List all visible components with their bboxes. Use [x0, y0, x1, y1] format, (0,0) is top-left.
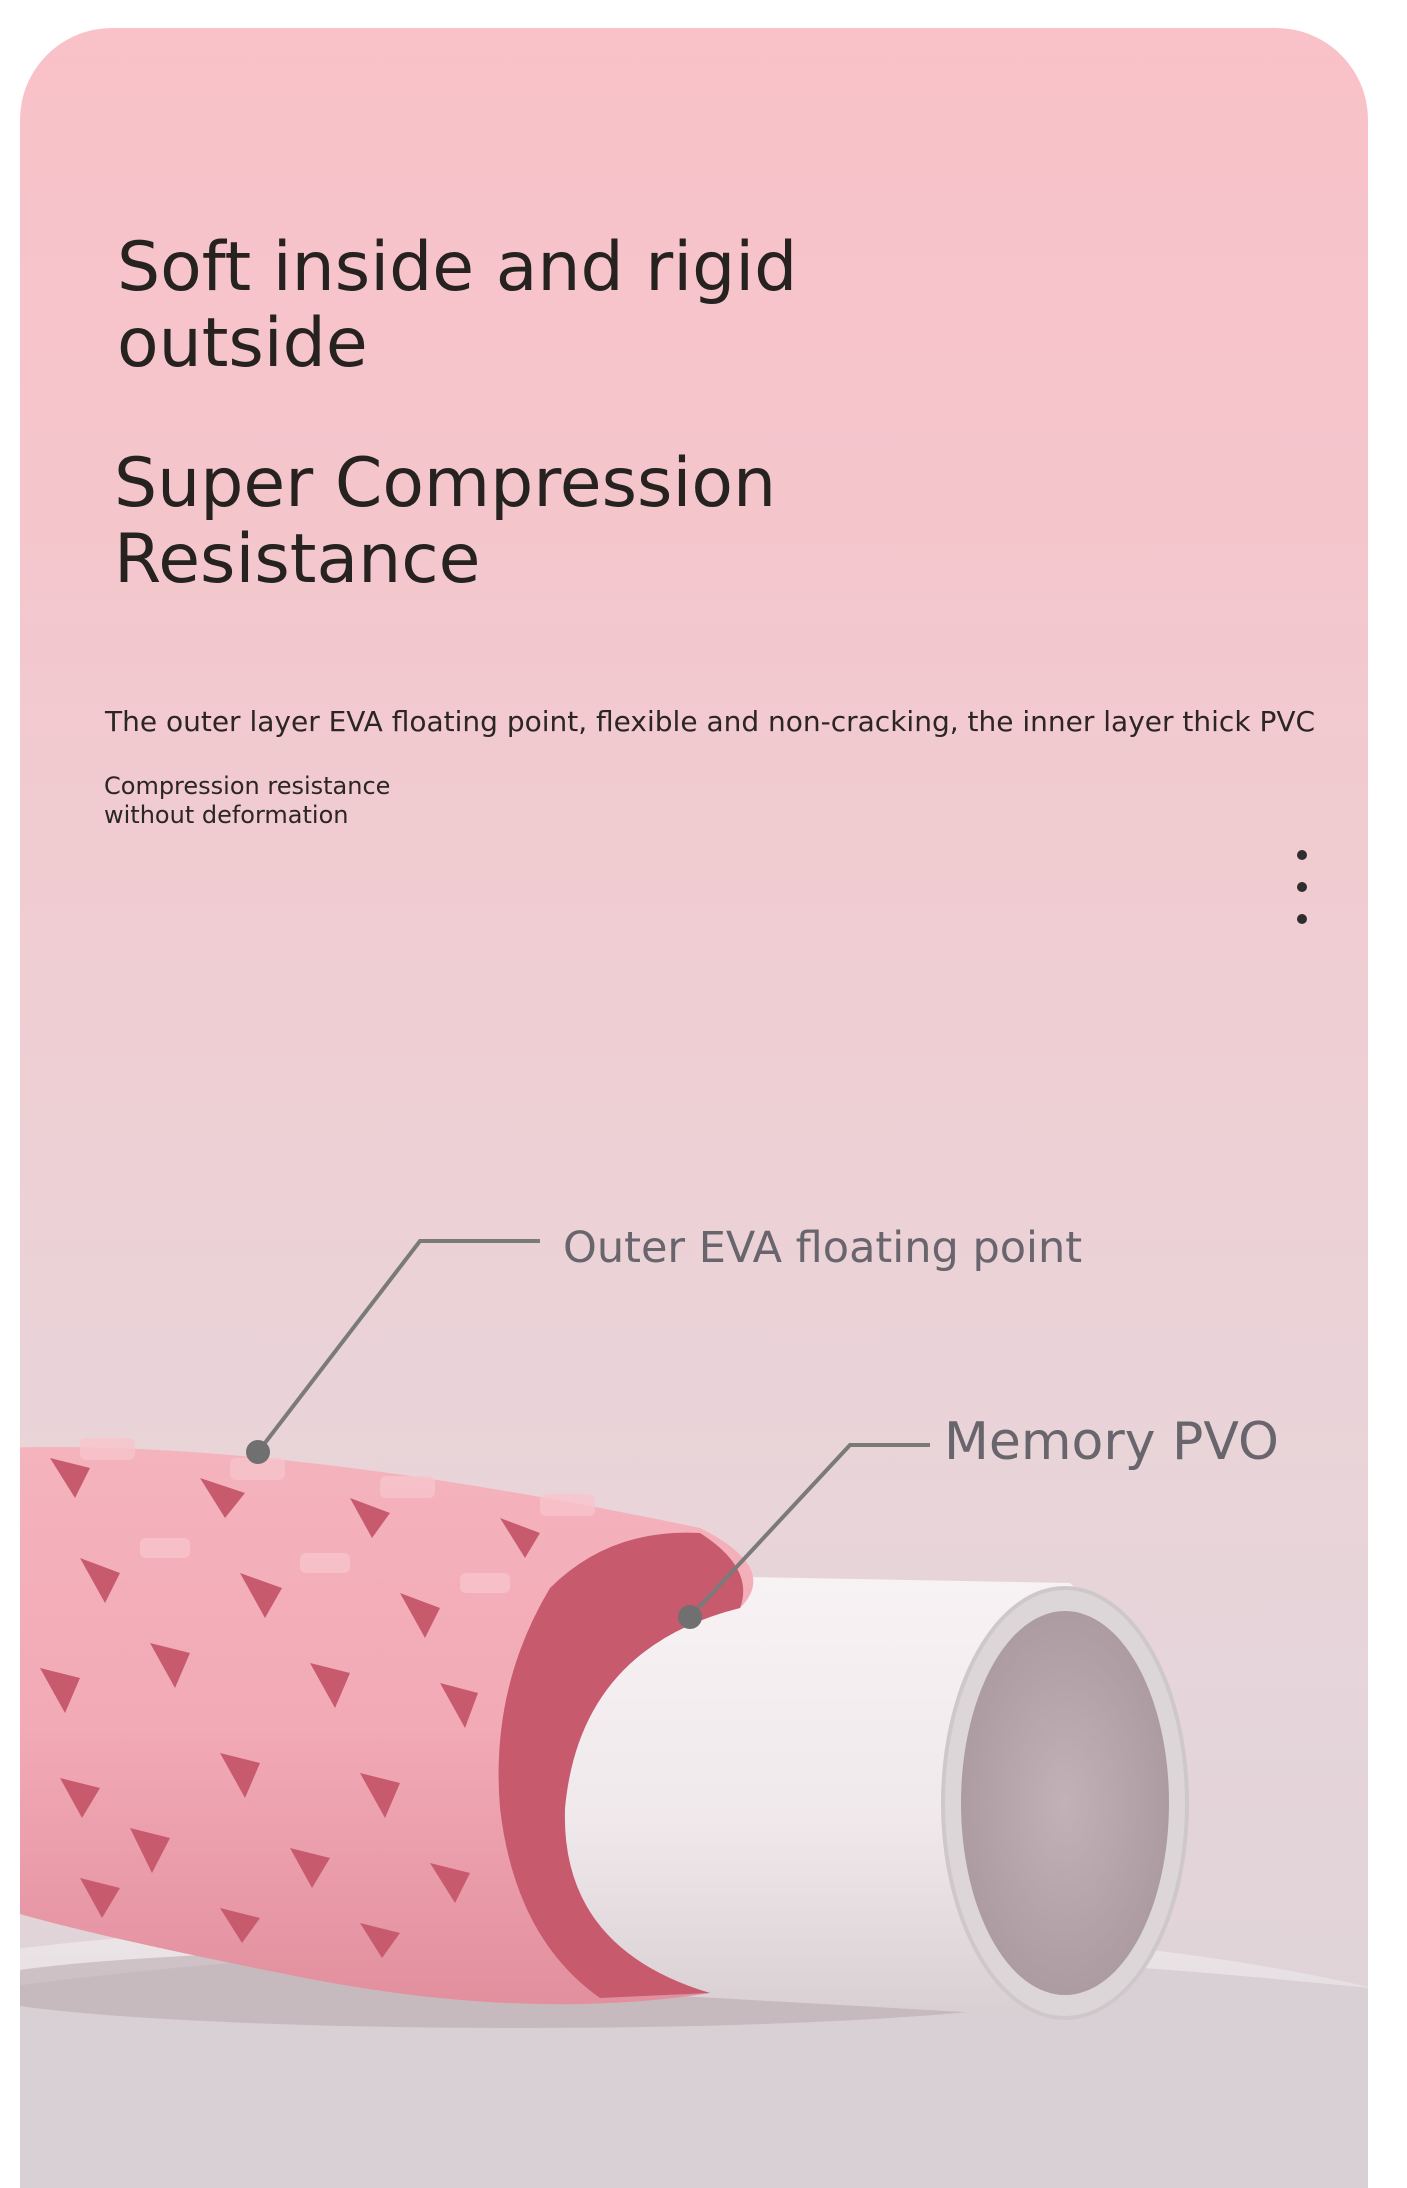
inner-pvc-tube	[540, 1573, 1189, 2020]
callout-outer-leader	[256, 1239, 540, 1454]
callout-outer-dot	[246, 1440, 270, 1464]
vertical-ellipsis-icon[interactable]	[1290, 850, 1314, 930]
headline-primary: Soft inside and rigid outside	[117, 228, 798, 383]
callout-inner-leader	[688, 1443, 930, 1619]
outer-eva-roller	[20, 1438, 754, 2005]
foam-roller-illustration	[20, 1239, 1368, 2188]
headline-secondary: Super Compression Resistance	[114, 444, 777, 599]
callout-inner-label: Memory PVO	[944, 1412, 1279, 1472]
description-text: The outer layer EVA floating point, flex…	[105, 705, 1316, 738]
callout-outer-label: Outer EVA floating point	[563, 1223, 1083, 1273]
callout-inner-dot	[678, 1605, 702, 1629]
product-card: Soft inside and rigid outside Super Comp…	[20, 28, 1368, 2188]
sub-description-text: Compression resistance without deformati…	[104, 772, 391, 829]
